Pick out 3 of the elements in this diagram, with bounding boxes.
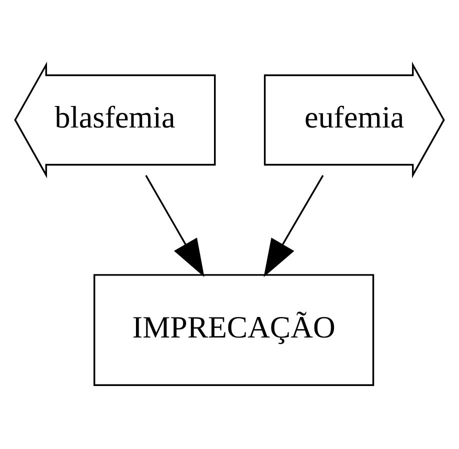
node-box: IMPRECAÇÃO	[94, 274, 374, 386]
arrow	[264, 174, 324, 277]
arrow	[145, 174, 204, 277]
